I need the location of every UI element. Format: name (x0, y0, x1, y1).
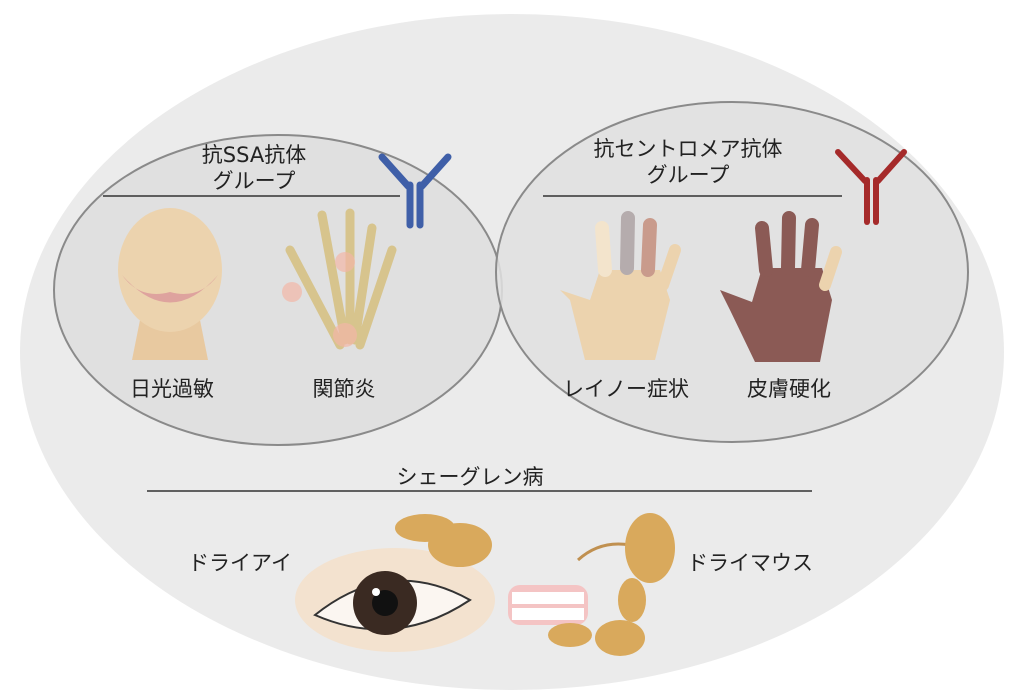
antibody-red-icon (835, 149, 907, 225)
scleroderma-hand-illustration (720, 211, 842, 362)
hand-bones-illustration (282, 208, 397, 350)
centromere-item-raynaud: レイノー症状 (563, 377, 689, 401)
ssa-title-line2: グループ (213, 169, 296, 193)
ssa-title-line1: 抗SSA抗体 (202, 143, 306, 167)
sjogren-title: シェーグレン病 (397, 465, 544, 489)
sjogren-item-dry-eye: ドライアイ (188, 551, 292, 575)
raynaud-hand-illustration (560, 211, 681, 360)
lacrimal-gland-illustration (395, 514, 492, 567)
eye-illustration (295, 548, 495, 652)
mouth-illustration (508, 585, 588, 625)
centromere-item-scleroderma: 皮膚硬化 (747, 377, 831, 401)
antibody-blue-icon (378, 153, 452, 229)
head-illustration (118, 208, 222, 360)
ssa-item-arthritis: 関節炎 (313, 377, 376, 401)
centromere-title-line2: グループ (647, 163, 730, 187)
centromere-title-line1: 抗セントロメア抗体 (594, 137, 783, 161)
sjogren-item-dry-mouth: ドライマウス (687, 551, 813, 575)
salivary-gland-illustration (548, 513, 675, 656)
ssa-item-photosensitivity: 日光過敏 (130, 377, 214, 401)
